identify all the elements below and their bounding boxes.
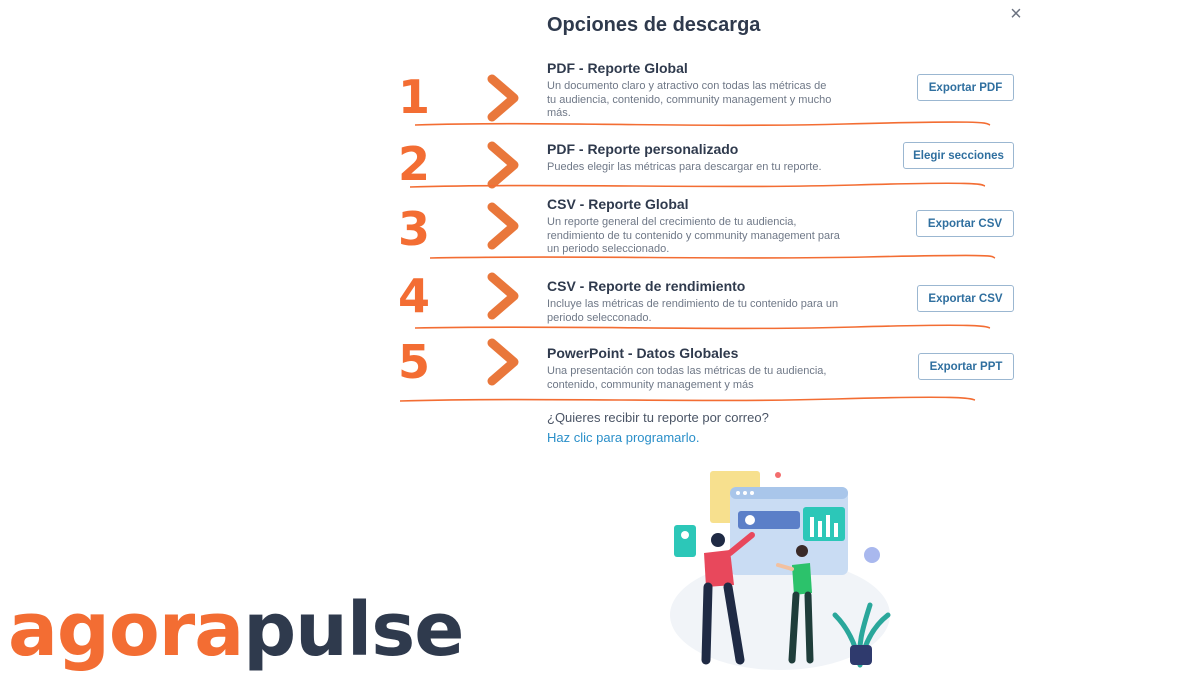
underline-divider <box>429 254 996 259</box>
option-csv-performance: CSV - Reporte de rendimiento Incluye las… <box>547 278 847 325</box>
export-csv-button[interactable]: Exportar CSV <box>917 285 1014 312</box>
option-description: Un documento claro y atractivo con todas… <box>547 80 832 119</box>
underline-divider <box>414 324 991 330</box>
annotation-number-1: 1 <box>398 70 431 124</box>
option-ppt-global: PowerPoint - Datos Globales Una presenta… <box>547 345 847 392</box>
annotation-number-4: 4 <box>398 269 431 323</box>
agorapulse-logo: agorapulse <box>8 585 464 675</box>
annotation-number-2: 2 <box>398 137 431 191</box>
underline-divider <box>399 396 976 402</box>
option-pdf-custom: PDF - Reporte personalizado Puedes elegi… <box>547 141 847 175</box>
annotation-number-3: 3 <box>398 202 431 256</box>
option-description: Un reporte general del crecimiento de tu… <box>547 216 840 255</box>
option-pdf-global: PDF - Reporte Global Un documento claro … <box>547 60 847 121</box>
export-pdf-button[interactable]: Exportar PDF <box>917 74 1014 101</box>
arrow-right-icon <box>449 272 519 320</box>
export-ppt-button[interactable]: Exportar PPT <box>918 353 1014 380</box>
close-icon[interactable]: × <box>1010 3 1022 25</box>
option-title: PDF - Reporte Global <box>547 60 688 76</box>
option-description: Puedes elegir las métricas para descarga… <box>547 161 822 173</box>
choose-sections-button[interactable]: Elegir secciones <box>903 142 1014 169</box>
option-csv-global: CSV - Reporte Global Un reporte general … <box>547 196 847 257</box>
underline-divider <box>409 182 986 188</box>
option-title: CSV - Reporte Global <box>547 196 689 212</box>
dialog-title: Opciones de descarga <box>547 14 761 36</box>
arrow-right-icon <box>449 338 519 386</box>
logo-part-agora: agora <box>8 587 244 673</box>
export-csv-button[interactable]: Exportar CSV <box>916 210 1014 237</box>
email-question: ¿Quieres recibir tu reporte por correo? <box>547 410 769 425</box>
logo-part-pulse: pulse <box>243 587 464 673</box>
annotation-number-5: 5 <box>398 335 431 389</box>
option-title: CSV - Reporte de rendimiento <box>547 278 746 294</box>
arrow-right-icon <box>449 141 519 189</box>
option-title: PDF - Reporte personalizado <box>547 141 739 157</box>
option-description: Incluye las métricas de rendimiento de t… <box>547 298 839 324</box>
option-description: Una presentación con todas las métricas … <box>547 365 827 391</box>
arrow-right-icon <box>449 202 519 250</box>
schedule-link[interactable]: Haz clic para programarlo. <box>547 430 700 445</box>
people-dashboard-illustration <box>670 471 891 670</box>
underline-divider <box>414 121 991 127</box>
arrow-right-icon <box>449 74 519 122</box>
option-title: PowerPoint - Datos Globales <box>547 345 739 361</box>
